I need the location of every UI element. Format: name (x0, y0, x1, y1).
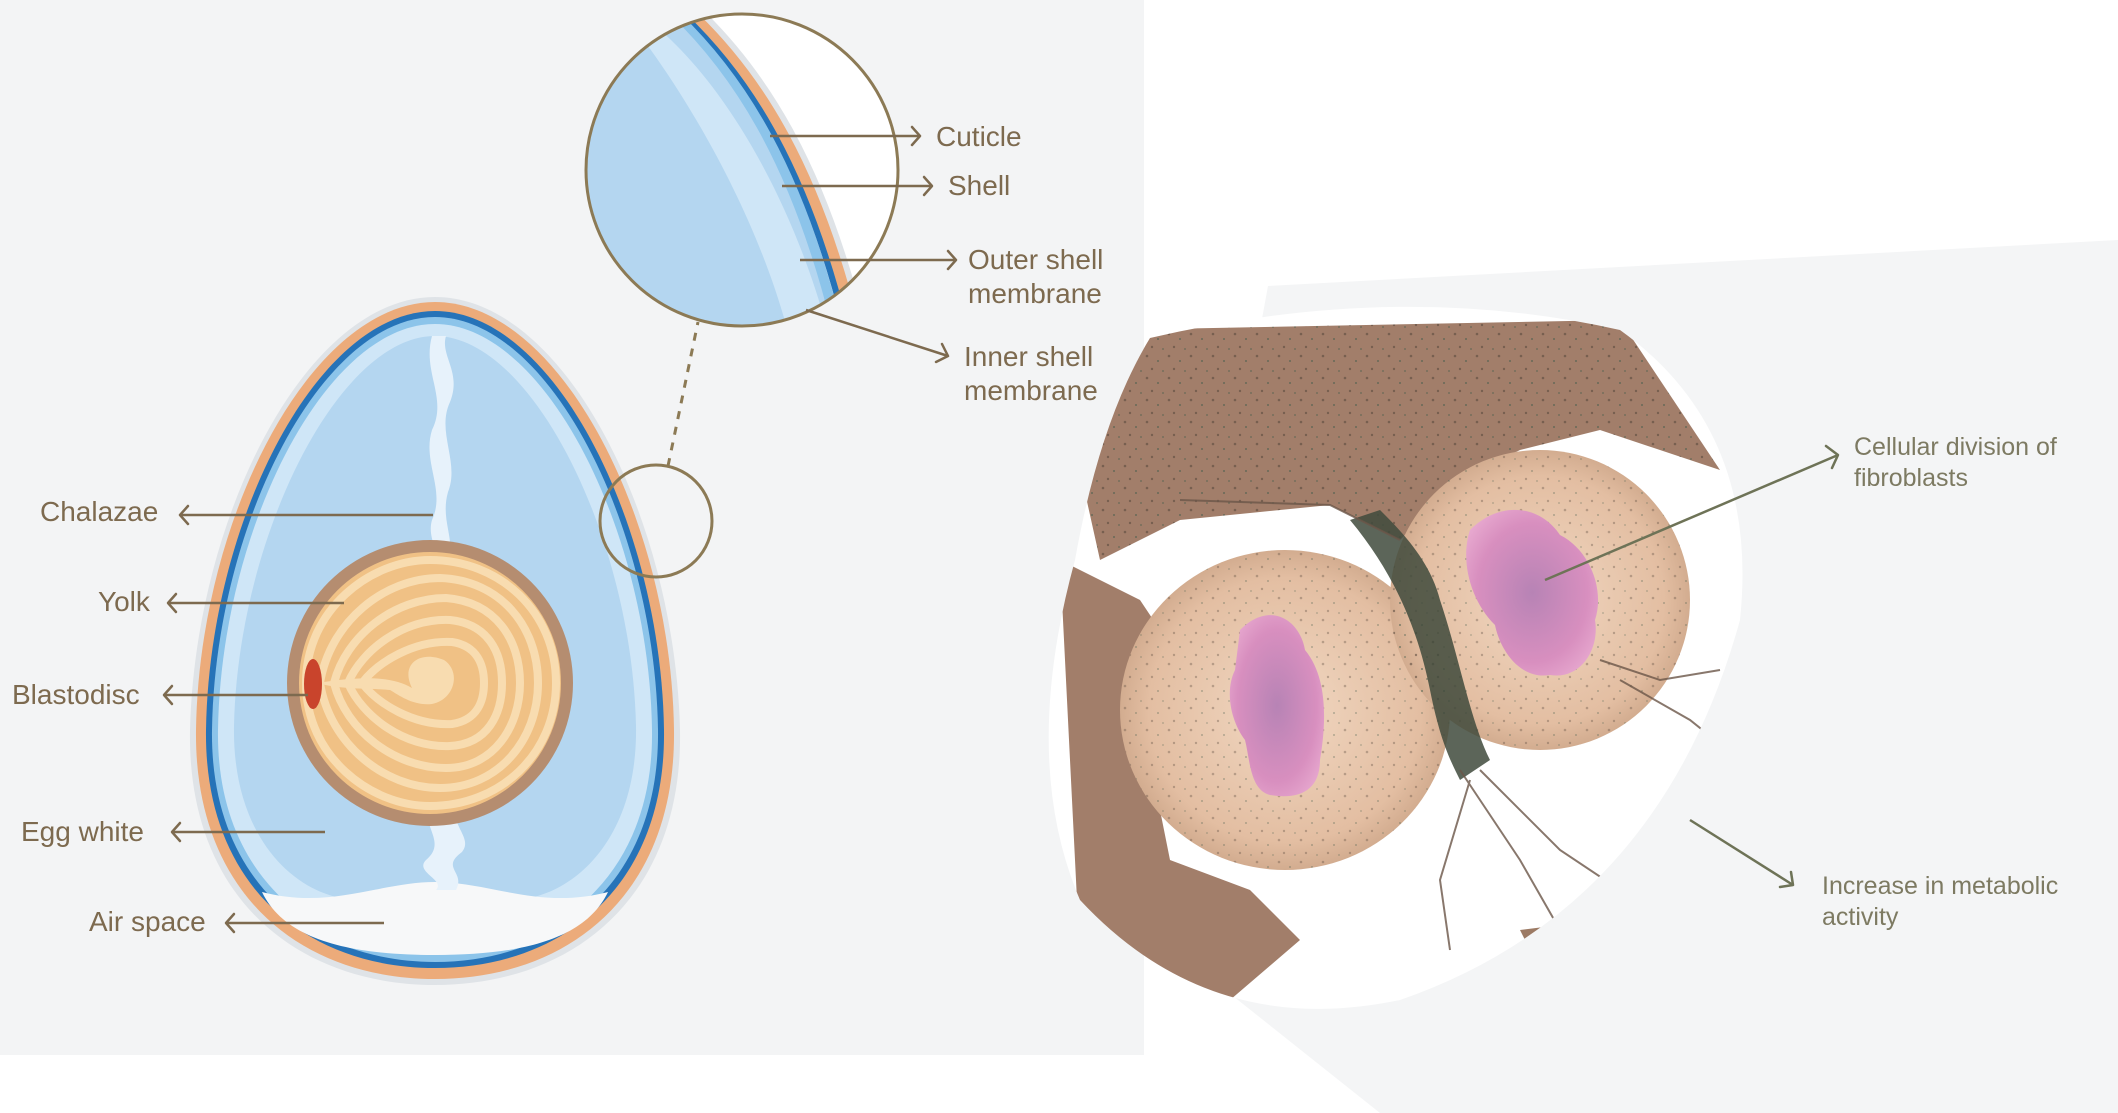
label-inner-shell-membrane-line2: membrane (964, 375, 1098, 406)
label-metabolic-activity-line1: Increase in metabolic (1822, 872, 2058, 900)
label-cellular-division-line2: fibroblasts (1854, 464, 1968, 492)
label-chalazae: Chalazae (40, 496, 158, 527)
label-outer-shell-membrane-line1: Outer shell (968, 244, 1103, 275)
label-yolk: Yolk (98, 586, 151, 617)
label-cuticle: Cuticle (936, 121, 1022, 152)
label-inner-shell-membrane-line1: Inner shell (964, 341, 1093, 372)
label-outer-shell-membrane-line2: membrane (968, 278, 1102, 309)
blastodisc (304, 659, 322, 709)
label-air-space: Air space (89, 906, 206, 937)
label-egg-white: Egg white (21, 816, 144, 847)
label-metabolic-activity-line2: activity (1822, 903, 1899, 931)
label-cellular-division-line1: Cellular division of (1854, 433, 2057, 461)
label-blastodisc: Blastodisc (12, 679, 140, 710)
label-shell: Shell (948, 170, 1010, 201)
